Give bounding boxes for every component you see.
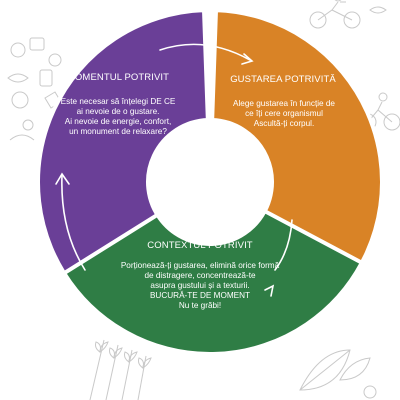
segment-left <box>36 8 210 290</box>
segment-left-line-1: Este necesar să înțelegi DE CE <box>61 97 176 106</box>
segment-right-text: GUSTAREA POTRIVITĂ Alege gustarea în fun… <box>230 74 336 128</box>
segment-right-line-3: Ascultă-ți corpul. <box>254 119 315 128</box>
wheat-doodle-icon <box>89 339 152 400</box>
segment-right-line-1: Alege gustarea în funcție de <box>233 99 335 108</box>
segment-left-text: MOMENTUL POTRIVIT Este necesar să înțele… <box>61 72 176 136</box>
segment-left-line-4: un monument de relaxare? <box>69 127 167 136</box>
segment-bottom-text: CONTEXTUL POTRIVIT Porționează-ți gustar… <box>121 240 280 310</box>
segment-bottom-line-5: Nu te grăbi! <box>179 301 221 310</box>
cycle-arrows <box>55 43 293 297</box>
center-hole <box>150 122 270 242</box>
segment-right-title: GUSTAREA POTRIVITĂ <box>230 74 336 85</box>
arrowhead-left-icon <box>55 172 70 185</box>
segment-right-line-2: ce îți cere organismul <box>245 109 323 118</box>
segment-left-title: MOMENTUL POTRIVIT <box>67 72 169 83</box>
segment-bottom-line-4: BUCURĂ-TE DE MOMENT <box>150 290 250 300</box>
segment-left-line-3: Ai nevoie de energie, confort, <box>65 117 172 126</box>
segment-bottom-title: CONTEXTUL POTRIVIT <box>147 240 253 251</box>
leaf-doodle-icon <box>299 349 377 399</box>
arrow-right-icon <box>274 219 293 271</box>
arrow-left-icon <box>61 174 86 271</box>
arrowhead-right-icon <box>264 284 275 297</box>
arrow-top-icon <box>159 43 251 61</box>
segment-right <box>210 8 384 295</box>
segment-bottom-line-3: asupra gustului și a texturii. <box>150 281 249 290</box>
arrowhead-top-icon <box>241 53 254 65</box>
segment-bottom-line-1: Porționează-ți gustarea, elimină orice f… <box>121 261 280 270</box>
segment-bottom-line-2: de distragere, concentrează-te <box>144 271 255 280</box>
segment-left-line-2: ai nevoie de o gustare. <box>77 107 160 116</box>
